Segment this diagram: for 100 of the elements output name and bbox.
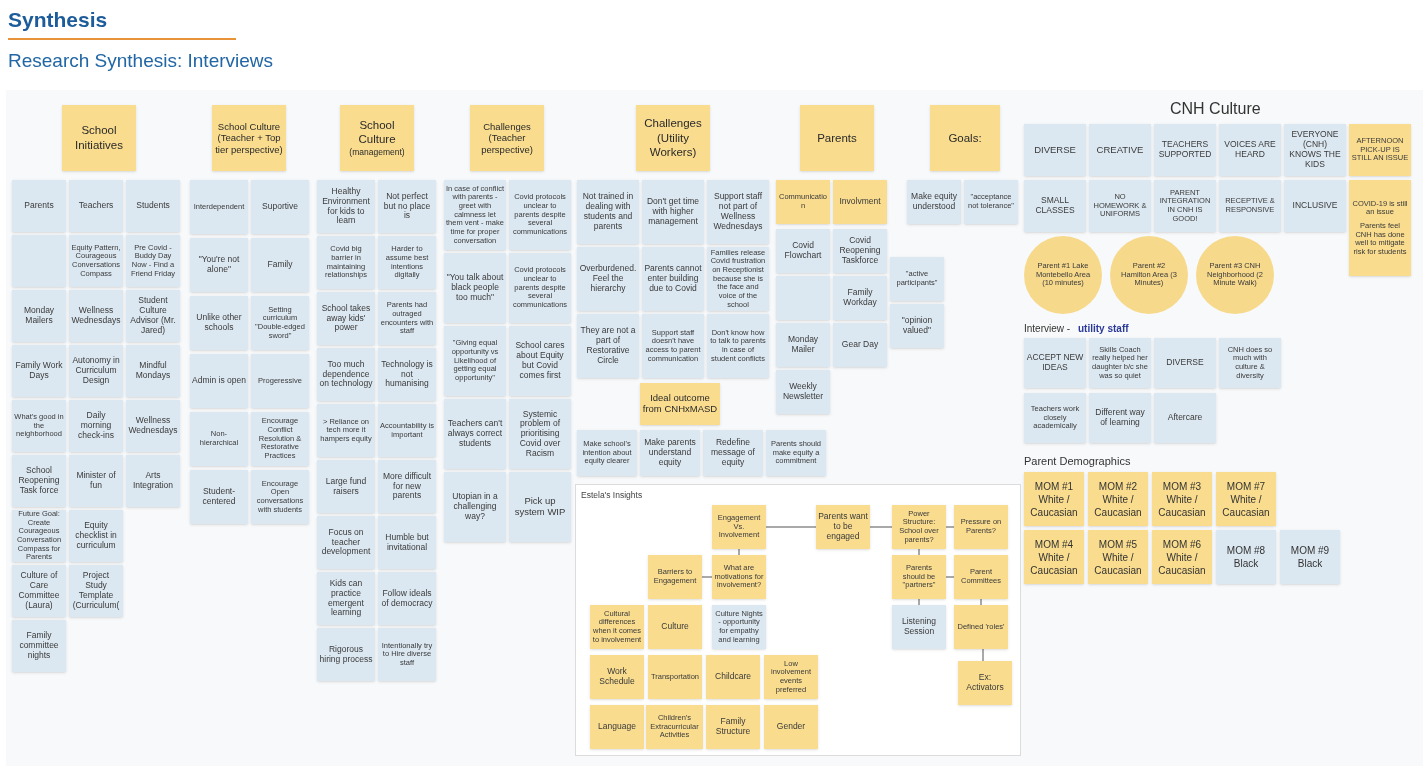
sticky-note: [1280, 530, 1340, 584]
sticky-note: [892, 555, 946, 599]
sticky-note: [12, 620, 66, 672]
sticky-note: [444, 399, 506, 469]
heading-note: [930, 105, 1000, 171]
note-text: Redefine message of equity: [710, 438, 756, 468]
sticky-note: [317, 460, 375, 513]
note-text: Pick up system WIP: [513, 496, 567, 518]
note-text: DIVERSE: [1034, 144, 1076, 156]
note-text: Teachers can't always correct students: [446, 419, 504, 449]
note-text: Follow ideals of democracy: [380, 588, 434, 609]
note-text: Family Workday: [842, 288, 878, 308]
sticky-note: [378, 628, 436, 681]
sticky-note: [1216, 530, 1276, 584]
sticky-note: [1216, 472, 1276, 526]
empty-sticky-note: [12, 235, 66, 287]
note-text: VOICES ARE HEARD: [1223, 140, 1277, 160]
note-text: "You talk about black people too much": [446, 273, 504, 303]
sticky-note: [577, 314, 639, 378]
note-text: Humble but invitational: [384, 532, 430, 553]
sticky-note: [764, 705, 818, 749]
sticky-note: [1089, 124, 1151, 176]
sticky-note: [703, 430, 763, 476]
sticky-note: [378, 236, 436, 289]
note-text: Overburdened. Feel the hierarchy: [579, 264, 637, 294]
connector-line: [918, 548, 920, 556]
note-text: Make parents understand equity: [643, 438, 697, 468]
note-text: Systemic problem of prioritising Covid over Racism: [518, 409, 562, 459]
sticky-note: [251, 412, 309, 466]
sticky-note: [251, 238, 309, 292]
sticky-note: [69, 455, 123, 507]
sticky-note: [642, 180, 704, 244]
note-text: Parents want to be engaged: [818, 512, 868, 542]
sticky-note: [1089, 338, 1151, 388]
section-heading: Interview -: [1024, 322, 1071, 336]
note-text: Ex: Activators: [965, 673, 1005, 693]
sticky-note: [378, 516, 436, 569]
note-text: Rigorous hiring process: [319, 644, 373, 665]
sticky-note: [1024, 180, 1086, 232]
note-text: Students: [136, 201, 170, 211]
note-text: They are not a part of Restorative Circle: [579, 326, 637, 366]
sticky-note: [126, 180, 180, 232]
note-text: Project Study Template (Curriculum(: [71, 571, 121, 611]
note-text: Utopian in a challenging way?: [451, 492, 499, 522]
sticky-note: [1349, 124, 1411, 176]
subtitle: Research Synthesis: Interviews: [8, 49, 274, 73]
sticky-note: [69, 235, 123, 287]
note-text: MOM #2 White / Caucasian: [1093, 479, 1143, 519]
note-text: Monday Mailers: [22, 306, 56, 326]
sticky-note: [509, 326, 571, 396]
sticky-note: [12, 290, 66, 342]
sticky-note: [706, 705, 760, 749]
note-text: INCLUSIVE: [1292, 201, 1338, 211]
connector-line: [765, 526, 817, 528]
note-text: MOM #6 White / Caucasian: [1157, 537, 1207, 577]
sticky-note: [1089, 180, 1151, 232]
sticky-note: [69, 565, 123, 617]
note-text: Not trained in dealing with students and parents: [581, 192, 635, 232]
heading-note: [212, 105, 286, 171]
sticky-note: [126, 290, 180, 342]
note-text: Wellness Wednesdays: [128, 416, 178, 436]
sticky-note: [1219, 124, 1281, 176]
note-text: Covid Reopening Taskforce: [838, 236, 882, 266]
note-text: EVERYONE (CNH) KNOWS THE KIDS: [1288, 130, 1342, 170]
sticky-note: [190, 180, 248, 234]
sticky-note: [954, 505, 1008, 549]
connector-line: [945, 576, 955, 578]
sticky-note: [126, 455, 180, 507]
sticky-note: [766, 430, 826, 476]
sticky-note: [12, 455, 66, 507]
note-text: Culture of Care Committee (Laura): [17, 571, 61, 611]
note-text: MOM #8 Black: [1225, 544, 1267, 570]
note-text: Wellness Wednesdays: [71, 306, 121, 326]
sticky-note: [958, 661, 1012, 705]
sticky-note: [648, 555, 702, 599]
sticky-note: [590, 705, 644, 749]
page-title: Synthesis: [8, 7, 108, 33]
sticky-note: [833, 180, 887, 224]
sticky-note: [1219, 338, 1281, 388]
sticky-note: [577, 180, 639, 244]
sticky-note: [509, 253, 571, 323]
sticky-note: [444, 472, 506, 542]
note-text: Parents cannot enter building due to Covid: [644, 264, 702, 294]
note-text: MOM #1 White / Caucasian: [1029, 479, 1079, 519]
sticky-note: [1284, 180, 1346, 232]
sticky-note: [69, 400, 123, 452]
note-text: Involvment: [839, 197, 881, 207]
note-text: Family: [267, 260, 293, 270]
sticky-note: [317, 292, 375, 345]
note-text: MOM #4 White / Caucasian: [1029, 537, 1079, 577]
note-text: Suportive: [262, 202, 298, 212]
sticky-note: [890, 304, 944, 348]
sticky-note: [833, 229, 887, 273]
note-text: School cares about Equity but Covid comes first: [514, 341, 566, 381]
note-text: Large fund raisers: [324, 476, 368, 497]
sticky-note: [776, 323, 830, 367]
sticky-note: [69, 180, 123, 232]
sticky-note: [776, 370, 830, 414]
sticky-note: [444, 326, 506, 396]
sticky-note: [712, 555, 766, 599]
